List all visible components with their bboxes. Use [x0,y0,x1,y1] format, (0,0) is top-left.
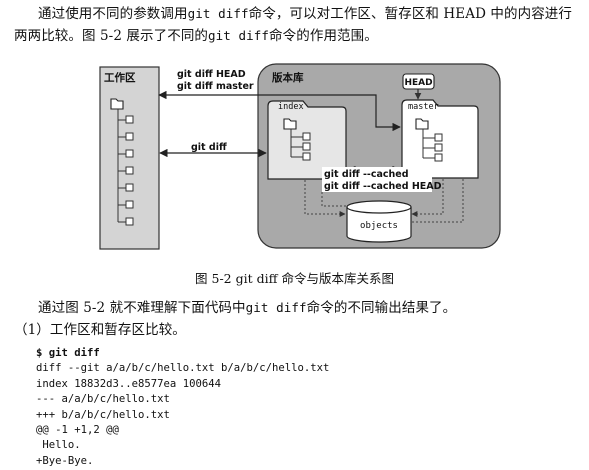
explanation-command: git diff [245,300,307,315]
label-diff: git diff [191,142,227,153]
intro-command-2: git diff [208,28,270,43]
label-diff-cached-1: git diff --cached [324,169,409,180]
explanation-text-before: 通过图 5-2 就不难理解下面代码中 [38,300,246,316]
code-line: Hello. [36,439,81,452]
intro-text-end: 命令的作用范围。 [269,28,378,44]
git-diff-diagram: 工作区 版本库 HEAD index master [99,63,501,250]
explanation-paragraph: 通过图 5-2 就不难理解下面代码中git diff命令的不同输出结果了。 [14,297,580,319]
object-links [304,179,464,223]
section-heading: （1）工作区和暂存区比较。 [14,322,186,338]
explanation-text-after: 命令的不同输出结果了。 [306,300,457,316]
intro-text-before: 通过使用不同的参数调用 [38,6,188,22]
label-diff-head-2: git diff master [177,81,254,92]
code-line: +++ b/a/b/c/hello.txt [36,408,170,421]
arrow-diff-head [158,90,401,132]
code-line: +Bye-Bye. [36,454,94,467]
objects-store [346,200,412,243]
master-tree [415,118,443,162]
index-label: index [278,102,304,112]
master-label: master [408,102,439,112]
code-line: diff --git a/a/b/c/hello.txt b/a/b/c/hel… [36,362,330,375]
workspace-tree [110,98,134,226]
head-label: HEAD [404,78,432,88]
workspace-title: 工作区 [104,71,136,84]
code-line: --- a/a/b/c/hello.txt [36,393,170,406]
label-diff-cached-2: git diff --cached HEAD [324,181,442,192]
intro-command-1: git diff [187,6,249,21]
intro-paragraph: 通过使用不同的参数调用git diff命令，可以对工作区、暂存区和 HEAD 中… [14,3,580,47]
label-diff-head-1: git diff HEAD [177,69,246,80]
code-line: @@ -1 +1,2 @@ [36,424,119,437]
repository-title: 版本库 [272,71,304,84]
objects-label: objects [360,221,398,231]
code-prompt-line: $ git diff [36,347,100,359]
figure-caption: 图 5-2 git diff 命令与版本库关系图 [195,271,394,286]
intro-text-after: 命令，可以对工作区、暂存区和 HEAD 中的内容进行两两比较。图 5-2 展示了… [14,6,573,44]
code-block: $ git diff diff --git a/a/b/c/hello.txt … [36,346,329,469]
code-line: index 18832d3..e8577ea 100644 [36,377,221,390]
